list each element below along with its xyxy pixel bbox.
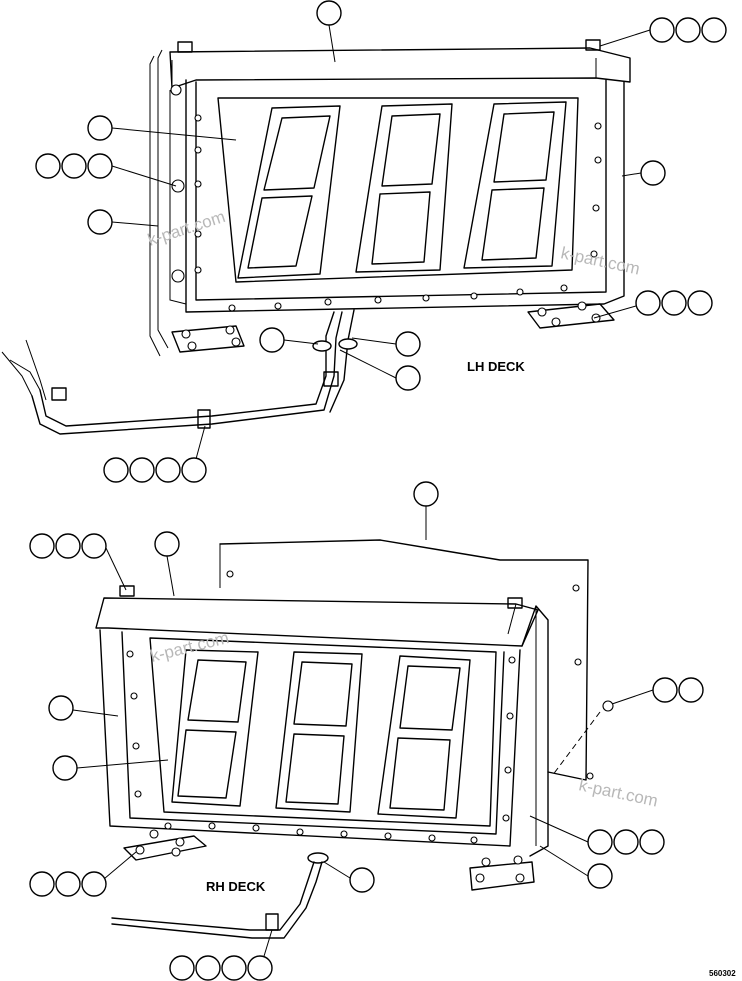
watermark-text: k-part.com: [559, 243, 641, 278]
lh-deck-label: LH DECK: [467, 359, 525, 374]
rh-side-bracket: [521, 605, 549, 857]
rh-deck-label: RH DECK: [206, 879, 266, 894]
rh-cover-bolts: [119, 585, 614, 777]
lh-leaders: [111, 24, 651, 471]
lh-panel-holes: [170, 84, 602, 312]
rh-digits: [171, 649, 471, 819]
lh-digits: [237, 101, 567, 279]
rh-display-panel: [149, 637, 497, 827]
lh-cable-harness: [1, 309, 358, 435]
rh-panel-holes: [126, 650, 516, 844]
lh-top-cover: [169, 47, 631, 89]
rh-deck-assembly: RH DECK: [29, 481, 704, 981]
rh-cable-harness: [111, 852, 329, 939]
lh-enclosure: [185, 79, 625, 313]
rh-leaders: [72, 506, 654, 967]
lh-left-bracket: [171, 325, 245, 353]
lh-right-bracket: [527, 303, 615, 329]
rh-right-bracket: [469, 861, 535, 891]
lh-display-panel: [217, 97, 579, 283]
lh-cover-bolts: [177, 39, 601, 53]
rh-mount-plate: [219, 539, 589, 781]
rh-callout-balloons: [29, 481, 704, 981]
watermarks: k-part.com k-part.com k-part.com k-part.…: [145, 207, 659, 811]
lh-deck-assembly: LH DECK: [1, 0, 727, 483]
lh-callout-balloons: [35, 0, 727, 483]
rh-enclosure: [99, 629, 521, 847]
drawing-code: 560302: [709, 969, 736, 978]
watermark-text: k-part.com: [577, 775, 659, 810]
